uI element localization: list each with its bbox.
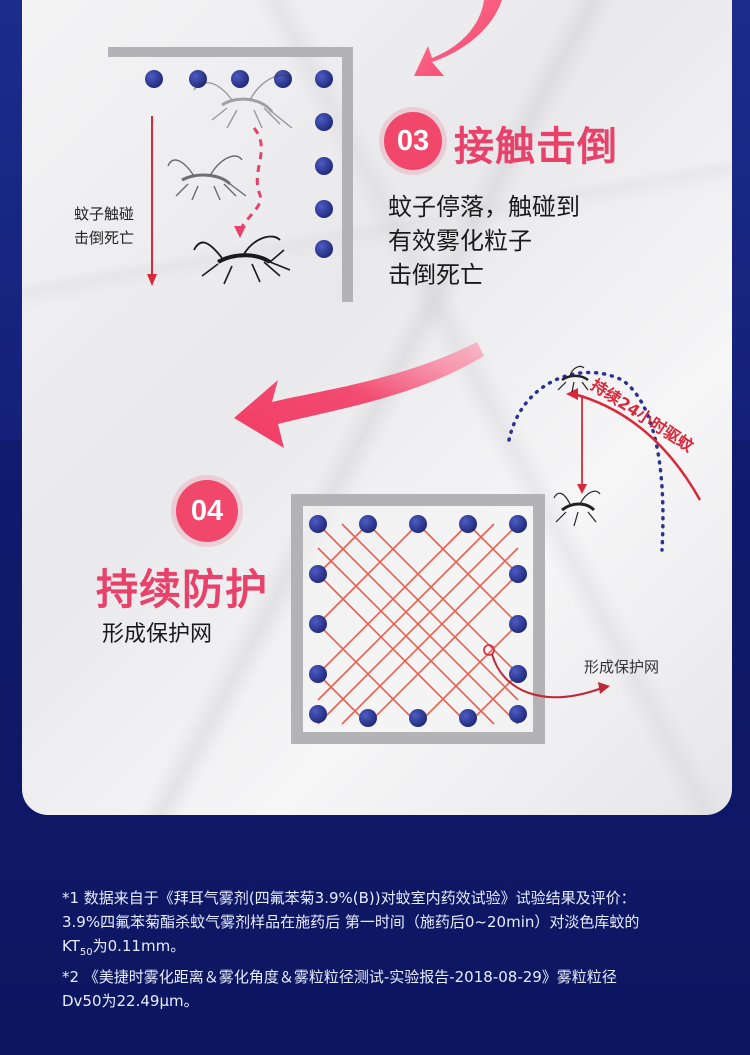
down-arrow-icon [147,116,157,286]
mosquito-icon [557,365,589,393]
pointer-label: 形成保护网 [584,658,660,676]
mosquito-icon [553,490,601,527]
mosquito-icon [193,74,293,129]
step4-title: 持续防护 [96,565,269,614]
step3-description: 蚊子停落，触碰到 有效雾化粒子 击倒死亡 [388,190,580,292]
side-label-line: 击倒死亡 [74,229,135,247]
step3-desc-line: 击倒死亡 [388,261,484,289]
footnote-line: *2 《美捷时雾化距离＆雾化角度＆雾粒粒径测试-实验报告-2018-08-29》… [62,968,617,986]
step3-desc-line: 蚊子停落，触碰到 [388,193,580,221]
kt-subscript: 50 [79,947,93,958]
side-label-line: 蚊子触碰 [74,205,135,223]
footnote-line: KT50为0.11mm。 [62,934,712,965]
content-card: 03 接触击倒 蚊子停落，触碰到 有效雾化粒子 击倒死亡 蚊子触碰 击倒死亡 0… [22,0,732,815]
footnote-line: 3.9%四氟苯菊酯杀蚊气雾剂样品在施药后 第一时间（施药后0~20min）对淡色… [62,913,640,931]
curved-arrow-icon [414,0,502,76]
step3-desc-line: 有效雾化粒子 [388,227,532,255]
curved-arrow-icon [234,342,484,448]
footnote-line: *1 数据来自于《拜耳气雾剂(四氟苯菊3.9%(B))对蚊室内药效试验》试验结果… [62,889,636,907]
step4-description: 形成保护网 [102,622,213,647]
kt-value: 为0.11mm。 [92,937,186,955]
step3-side-label: 蚊子触碰 击倒死亡 [74,202,134,250]
step3-badge: 03 [384,112,442,170]
footnote-line: Dv50为22.49μm。 [62,992,199,1010]
step4-badge: 04 [176,480,238,542]
step3-title: 接触击倒 [454,124,618,170]
net-icon [291,494,545,744]
falling-trail-icon [234,127,263,238]
mosquito-icon [193,235,291,285]
mosquito-icon [167,155,247,201]
footnotes: *1 数据来自于《拜耳气雾剂(四氟苯菊3.9%(B))对蚊室内药效试验》试验结果… [62,886,712,1013]
pointer-arrow-icon [483,644,610,699]
step3-particles [145,70,333,258]
kt-text: KT [62,937,80,955]
step3-frame [108,47,353,302]
illustration [108,0,702,744]
arc-arrow-icon [566,388,702,501]
